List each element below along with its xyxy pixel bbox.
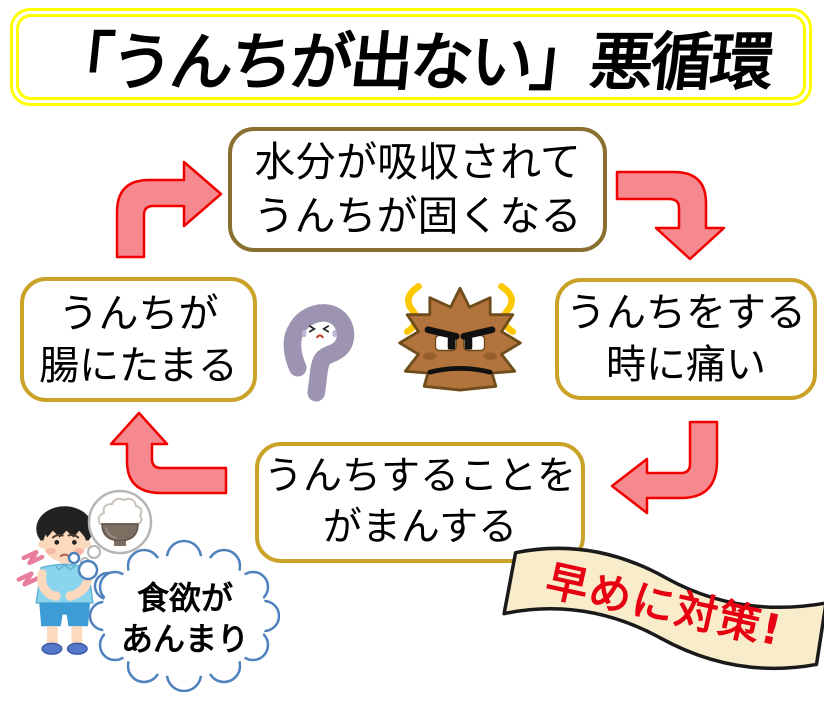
cloud-line: 食欲が xyxy=(136,579,233,617)
cycle-box-line: うんちをする xyxy=(566,290,806,336)
curved-arrow-right-icon xyxy=(115,160,223,259)
rice-bowl-thought-icon xyxy=(80,489,153,567)
appetite-thought-text: 食欲が あんまり xyxy=(104,578,266,660)
cycle-box-holding-back: うんちすることを がまんする xyxy=(255,442,585,563)
ribbon-icon xyxy=(502,546,824,671)
thought-cloud xyxy=(67,539,280,692)
cycle-arrows xyxy=(109,160,726,515)
cycle-box-line: がまんする xyxy=(322,504,518,550)
curved-arrow-up-icon xyxy=(109,411,228,495)
title-inner-border: 「うんちが出ない」悪循環 xyxy=(16,14,806,100)
pain-marks-icon xyxy=(16,549,45,587)
cycle-box-painful: うんちをする 時に痛い xyxy=(555,278,817,400)
curved-arrow-down-icon xyxy=(615,170,726,261)
cycle-box-stool-accumulates: うんちが 腸にたまる xyxy=(20,277,257,402)
early-action-banner: 早めに対策! xyxy=(488,514,824,712)
cycle-box-line: 水分が吸収されて xyxy=(254,138,581,187)
cycle-box-line: 腸にたまる xyxy=(39,342,238,389)
cycle-box-line: 時に痛い xyxy=(606,342,766,388)
curved-arrow-left-icon xyxy=(610,420,719,515)
title-banner: 「うんちが出ない」悪循環 xyxy=(10,8,812,106)
cycle-box-line: うんちすることを xyxy=(263,453,576,499)
cycle-box-line: うんちが xyxy=(58,290,219,337)
intestine-icon xyxy=(283,304,355,402)
cloud-line: あんまり xyxy=(120,619,249,658)
hard-stool-icon xyxy=(398,283,522,392)
cycle-box-water-absorbed: 水分が吸収されて うんちが固くなる xyxy=(228,127,607,252)
cycle-box-line: うんちが固くなる xyxy=(253,191,582,240)
